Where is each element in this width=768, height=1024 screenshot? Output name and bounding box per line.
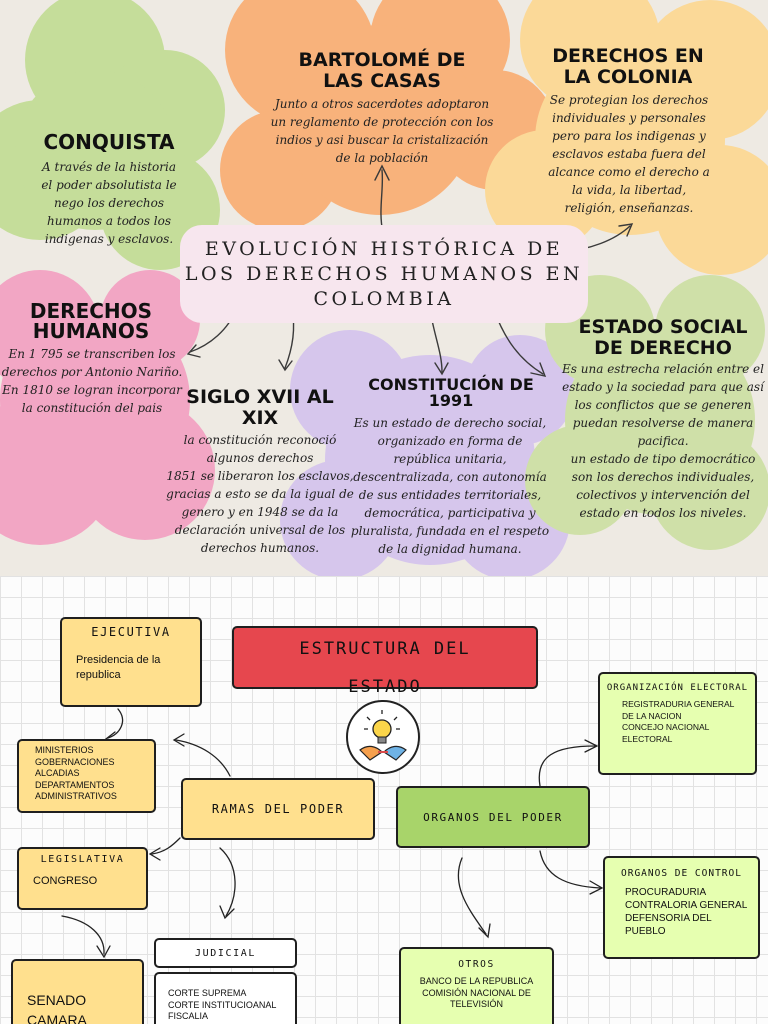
control-label: ORGANOS DE CONTROL bbox=[621, 868, 742, 879]
flower-shapes bbox=[0, 0, 768, 576]
ejecutiva-card: EJECUTIVA Presidencia de la republica bbox=[60, 617, 202, 707]
ramas-card: RAMAS DEL PODER bbox=[181, 778, 375, 840]
orange-flower bbox=[220, 0, 555, 230]
judicial-card: CORTE SUPREMA CORTE INSTITUCIOANAL FISCA… bbox=[154, 972, 297, 1024]
control-card: ORGANOS DE CONTROL PROCURADURIA CONTRALO… bbox=[603, 856, 760, 959]
sage-flower bbox=[525, 275, 768, 550]
bartolome-heading: BARTOLOMÉ DE LAS CASAS bbox=[298, 49, 466, 92]
ministerios-text: MINISTERIOS GOBERNACIONES ALCADIAS DEPAR… bbox=[35, 745, 117, 801]
infographic-title-box: EVOLUCIÓN HISTÓRICA DE LOS DERECHOS HUMA… bbox=[180, 225, 588, 323]
colonia-text: Se protegian los derechos individuales y… bbox=[548, 93, 710, 215]
siglo-text: la constitución reconoció algunos derech… bbox=[166, 433, 354, 555]
organos-label: ORGANOS DEL PODER bbox=[423, 810, 563, 824]
organos-card: ORGANOS DEL PODER bbox=[396, 786, 590, 848]
legislativa-card: LEGISLATIVA CONGRESO bbox=[17, 847, 148, 910]
green-flower bbox=[0, 0, 225, 270]
map-arrows bbox=[61, 708, 604, 959]
conquista-text: A través de la historia el poder absolut… bbox=[41, 160, 177, 246]
otros-text: BANCO DE LA REPUBLICA COMISIÓN NACIONAL … bbox=[419, 976, 534, 1009]
state-structure-map: ESTRUCTURA DEL ESTADO EJECUTIVA Presiden… bbox=[0, 576, 768, 1024]
map-title: ESTRUCTURA DEL ESTADO bbox=[299, 639, 471, 697]
infographic-title: EVOLUCIÓN HISTÓRICA DE LOS DERECHOS HUMA… bbox=[184, 237, 584, 310]
constitucion-text: Es un estado de derecho social, organiza… bbox=[350, 416, 550, 556]
judicial-label: JUDICIAL bbox=[195, 947, 256, 959]
conquista-heading: CONQUISTA bbox=[43, 130, 175, 154]
yellow-flower bbox=[485, 0, 768, 275]
pink-flower bbox=[0, 270, 215, 545]
estado-social-heading: ESTADO SOCIAL DE DERECHO bbox=[578, 316, 748, 359]
judicial-text: CORTE SUPREMA CORTE INSTITUCIOANAL FISCA… bbox=[168, 988, 277, 1021]
electoral-card: ORGANIZACIÓN ELECTORAL REGISTRADURIA GEN… bbox=[598, 672, 757, 775]
otros-label: OTROS bbox=[458, 959, 495, 970]
map-title-box: ESTRUCTURA DEL ESTADO bbox=[232, 626, 538, 697]
ejecutiva-text: Presidencia de la republica bbox=[76, 654, 161, 681]
judicial-label-card: JUDICIAL bbox=[154, 938, 297, 968]
legislativa-text: CONGRESO bbox=[33, 875, 98, 887]
otros-card: OTROS BANCO DE LA REPUBLICA COMISIÓN NAC… bbox=[399, 947, 554, 1024]
ramas-label: RAMAS DEL PODER bbox=[211, 802, 345, 816]
electoral-text: REGISTRADURIA GENERAL DE LA NACION CONCE… bbox=[622, 699, 735, 744]
estado-social-text: Es una estrecha relación entre el estado… bbox=[562, 362, 764, 520]
control-text: PROCURADURIA CONTRALORIA GENERAL DEFENSO… bbox=[625, 887, 748, 937]
senado-card: SENADO CAMARA bbox=[11, 959, 144, 1024]
colonia-heading: DERECHOS EN LA COLONIA bbox=[552, 45, 704, 88]
lightbulb-hands-icon bbox=[346, 700, 420, 774]
constitucion-heading: CONSTITUCIÓN DE 1991 bbox=[368, 375, 534, 410]
siglo-heading: SIGLO XVII AL XIX bbox=[186, 386, 334, 429]
ejecutiva-label: EJECUTIVA bbox=[91, 625, 171, 639]
rights-infographic: EVOLUCIÓN HISTÓRICA DE LOS DERECHOS HUMA… bbox=[0, 0, 768, 576]
electoral-label: ORGANIZACIÓN ELECTORAL bbox=[606, 683, 749, 693]
bartolome-text: Junto a otros sacerdotes adoptaron un re… bbox=[270, 97, 494, 165]
legislativa-label: LEGISLATIVA bbox=[40, 854, 125, 865]
senado-text: SENADO CAMARA bbox=[27, 992, 87, 1024]
derechos-humanos-text: En 1 795 se transcriben los derechos por… bbox=[1, 347, 183, 415]
ministerios-card: MINISTERIOS GOBERNACIONES ALCADIAS DEPAR… bbox=[17, 739, 156, 813]
derechos-humanos-heading: DERECHOS HUMANOS bbox=[29, 299, 153, 343]
